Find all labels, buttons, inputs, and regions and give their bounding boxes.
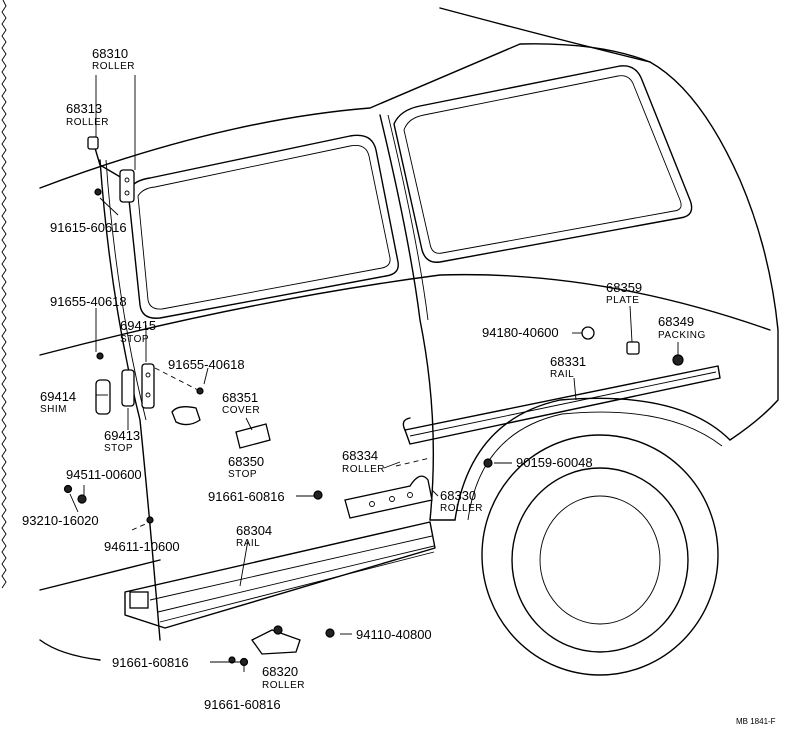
label-69414: 69414 SHIM [40,389,76,415]
rear-side-window [393,65,693,263]
label-68330: 68330 ROLLER [440,488,483,514]
label-91661-a: 91661-60816 [208,489,285,504]
svg-text:STOP: STOP [228,469,257,480]
cover-part [171,406,201,426]
door-window [127,134,399,319]
label-68349: 68349 PACKING [658,314,706,341]
label-91661-c: 91661-60816 [204,697,281,712]
label-94511: 94511-00600 [66,467,142,482]
bolt-90159 [483,458,493,468]
svg-text:PACKING: PACKING [658,330,706,341]
bolt-93210 [63,484,73,494]
svg-text:COVER: COVER [222,405,260,416]
svg-text:69413: 69413 [104,428,140,443]
center-roller-assembly [344,475,433,519]
label-68310: 68310 ROLLER [92,46,135,72]
svg-text:68334: 68334 [342,448,378,463]
svg-text:68351: 68351 [222,390,258,405]
center-stop-bracket [95,352,204,415]
nut-94511 [77,494,87,504]
svg-text:ROLLER: ROLLER [92,61,135,72]
grommet-94180 [581,326,595,340]
label-91655-b: 91655-40618 [168,357,245,372]
label-68331: 68331 RAIL [550,354,586,380]
svg-text:69415: 69415 [120,318,156,333]
leader-lines [69,75,679,672]
svg-text:68350: 68350 [228,454,264,469]
label-68313: 68313 ROLLER [66,101,109,128]
lower-roller-assembly [228,625,335,667]
label-90159: 90159-60048 [516,455,593,470]
svg-text:ROLLER: ROLLER [440,503,483,514]
rear-wheel [454,397,731,676]
svg-text:68310: 68310 [92,46,128,61]
label-94611: 94611-10600 [104,539,180,554]
svg-text:69414: 69414 [40,389,76,404]
svg-text:68349: 68349 [658,314,694,329]
label-91615: 91615-60616 [50,220,127,235]
label-68359: 68359 PLATE [606,280,642,306]
label-94180: 94180-40600 [482,325,559,340]
svg-text:68304: 68304 [236,523,272,538]
upper-roller-assembly [87,136,135,203]
label-68320: 68320 ROLLER [262,664,305,691]
plate-68359 [626,341,640,355]
bolt-91661a [313,490,323,500]
label-68304: 68304 RAIL [236,523,272,549]
svg-text:68320: 68320 [262,664,298,679]
lower-rail [124,521,436,629]
svg-text:ROLLER: ROLLER [342,464,385,475]
label-68350: 68350 STOP [228,454,264,480]
stop-plate-part [235,423,271,449]
svg-text:SHIM: SHIM [40,404,67,415]
label-91661-b: 91661-60816 [112,655,189,670]
van-body [39,7,779,661]
label-91655-a: 91655-40618 [50,294,127,309]
svg-text:STOP: STOP [120,334,149,345]
label-68351: 68351 COVER [222,390,260,416]
svg-text:68359: 68359 [606,280,642,295]
svg-text:ROLLER: ROLLER [66,117,109,128]
label-69415: 69415 STOP [120,318,156,345]
svg-text:STOP: STOP [104,443,133,454]
svg-text:68313: 68313 [66,101,102,116]
svg-text:68330: 68330 [440,488,476,503]
label-93210: 93210-16020 [22,513,99,528]
svg-text:ROLLER: ROLLER [262,680,305,691]
svg-text:RAIL: RAIL [550,369,574,380]
washer-94611 [146,516,154,524]
svg-text:68331: 68331 [550,354,586,369]
label-68334: 68334 ROLLER [342,448,385,475]
svg-text:RAIL: RAIL [236,538,260,549]
diagram-code: MB 1841-F [736,717,776,726]
packing-68349 [672,354,684,366]
center-rail [402,365,721,445]
label-94110: 94110-40800 [356,627,432,642]
svg-text:PLATE: PLATE [606,295,639,306]
label-69413: 69413 STOP [104,428,140,454]
left-border [1,0,7,589]
